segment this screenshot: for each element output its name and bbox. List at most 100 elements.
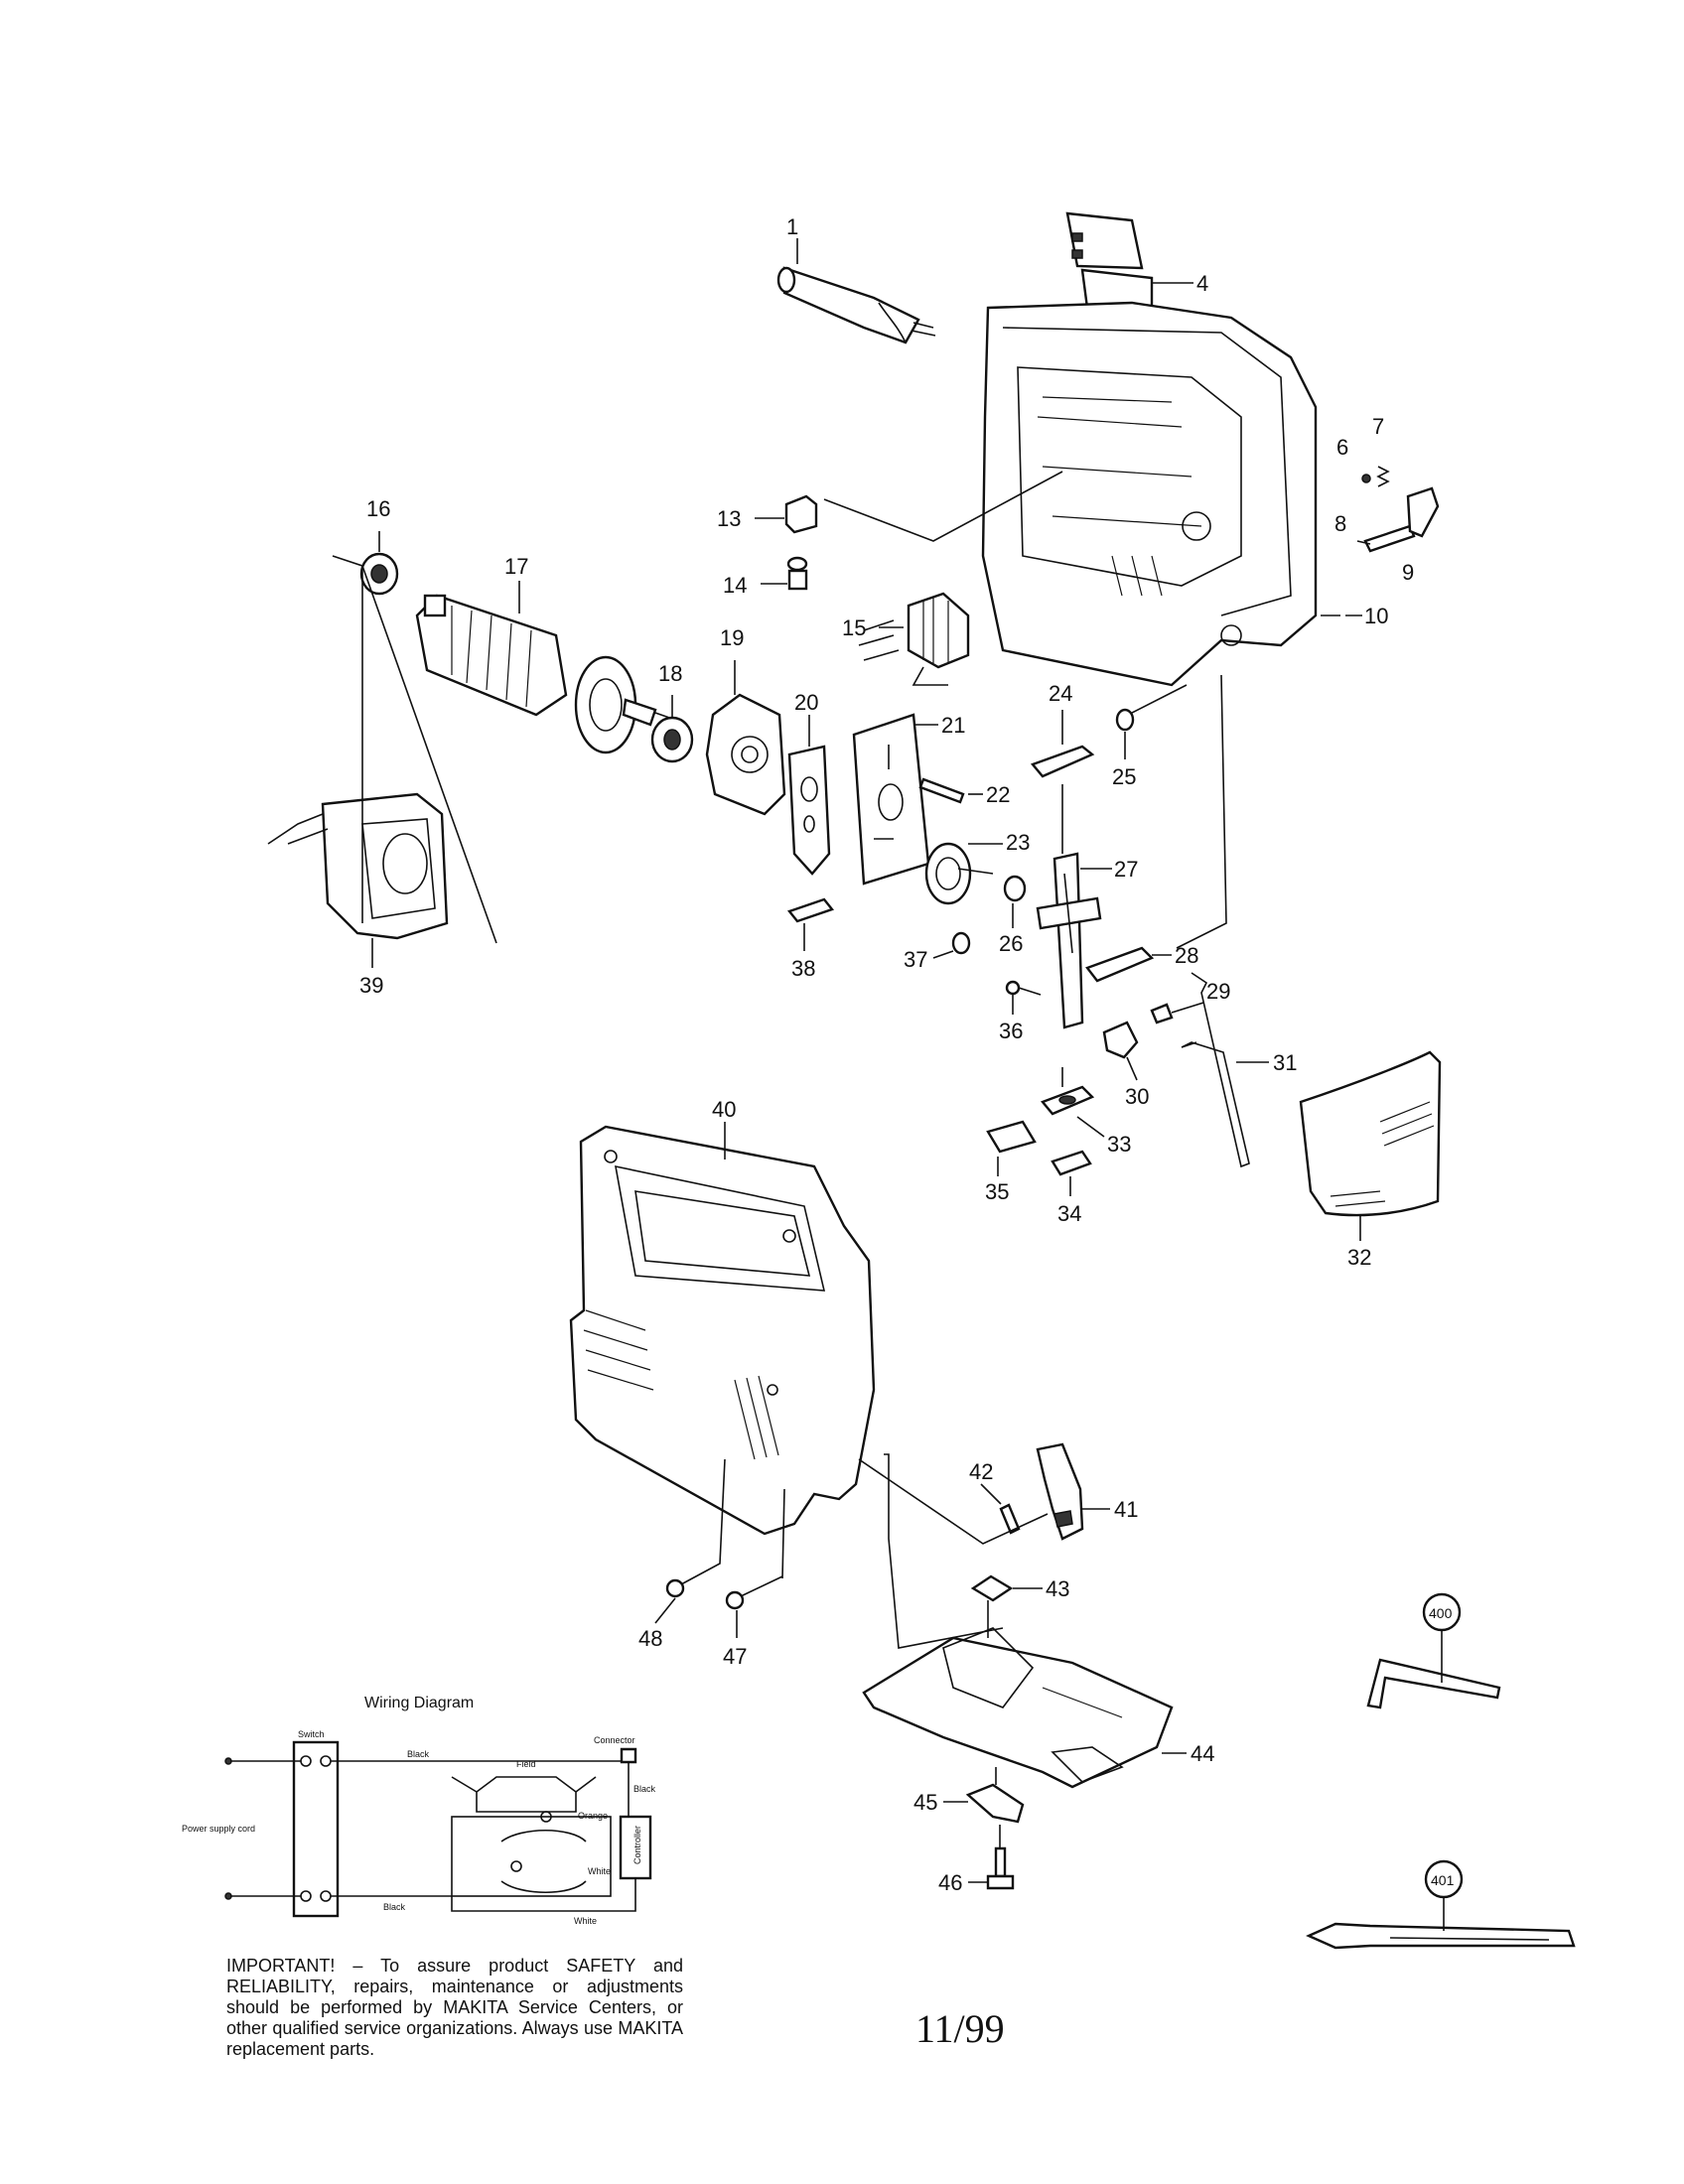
plunger-part bbox=[1036, 852, 1102, 1029]
base-part bbox=[862, 1627, 1174, 1789]
callout-36: 36 bbox=[999, 1019, 1023, 1043]
blade-clamp-part bbox=[965, 1783, 1025, 1824]
callout-25: 25 bbox=[1112, 764, 1136, 789]
controller-part bbox=[858, 592, 970, 686]
screw-29-part bbox=[1150, 1003, 1174, 1024]
square-nut-part bbox=[970, 1574, 1014, 1602]
controller-label: Controller bbox=[632, 1826, 642, 1864]
callout-16: 16 bbox=[366, 496, 390, 521]
guide-plate-part bbox=[787, 745, 831, 876]
connector-label: Connector bbox=[594, 1735, 635, 1745]
gear-housing-plate-part bbox=[852, 713, 930, 886]
callout-46: 46 bbox=[938, 1870, 962, 1895]
callout-40: 40 bbox=[712, 1097, 736, 1122]
callout-17: 17 bbox=[504, 554, 528, 579]
callout-401: 401 bbox=[1431, 1872, 1455, 1888]
pin-22-part bbox=[918, 777, 965, 804]
callout-9: 9 bbox=[1402, 560, 1414, 585]
lever-part bbox=[1181, 972, 1250, 1168]
black-wire-label-2: Black bbox=[383, 1902, 406, 1912]
callout-33: 33 bbox=[1107, 1132, 1131, 1157]
switch-part bbox=[1065, 211, 1154, 318]
callout-4: 4 bbox=[1196, 271, 1208, 296]
black-wire-label-1: Black bbox=[407, 1749, 430, 1759]
dust-cover-part bbox=[1299, 1050, 1442, 1217]
roller-holder-part bbox=[1102, 1021, 1139, 1059]
callout-30: 30 bbox=[1125, 1084, 1149, 1109]
brush-holder-part bbox=[784, 494, 818, 534]
callout-26: 26 bbox=[999, 931, 1023, 956]
bushing-part bbox=[1003, 875, 1027, 902]
callout-14: 14 bbox=[723, 573, 747, 598]
white-wire-label-2: White bbox=[574, 1916, 597, 1926]
power-supply-cord-label: Power supply cord bbox=[182, 1824, 255, 1834]
callout-27: 27 bbox=[1114, 857, 1138, 882]
pin-42-part bbox=[999, 1503, 1021, 1535]
saw-blade-part bbox=[1306, 1922, 1576, 1950]
white-wire-label-1: White bbox=[588, 1866, 611, 1876]
callout-38: 38 bbox=[791, 956, 815, 981]
callout-31: 31 bbox=[1273, 1050, 1297, 1075]
callout-13: 13 bbox=[717, 506, 741, 531]
lever-holder-part bbox=[1036, 1442, 1084, 1541]
brush-cap-part bbox=[786, 556, 808, 591]
slider-28-part bbox=[1085, 946, 1155, 983]
callout-45: 45 bbox=[913, 1790, 937, 1815]
callout-37: 37 bbox=[904, 947, 927, 972]
callout-7: 7 bbox=[1372, 414, 1384, 439]
callout-8: 8 bbox=[1334, 511, 1346, 536]
callout-39: 39 bbox=[359, 973, 383, 998]
callout-43: 43 bbox=[1046, 1576, 1069, 1601]
hex-wrench-part bbox=[1366, 1658, 1501, 1709]
page-number: 11/99 bbox=[915, 2006, 1005, 2051]
housing-cover-part bbox=[569, 1125, 876, 1536]
black-wire-label-3: Black bbox=[633, 1784, 656, 1794]
callout-41: 41 bbox=[1114, 1497, 1138, 1522]
callout-10: 10 bbox=[1364, 604, 1388, 628]
callout-44: 44 bbox=[1191, 1741, 1214, 1766]
callout-21: 21 bbox=[941, 713, 965, 738]
cord-guard-part bbox=[776, 266, 936, 344]
screw-46-part bbox=[986, 1846, 1015, 1890]
ring-25-part bbox=[1115, 708, 1135, 732]
bearing-18-part bbox=[650, 716, 694, 763]
callout-48: 48 bbox=[638, 1626, 662, 1651]
screw-36-part bbox=[1005, 980, 1042, 996]
callout-19: 19 bbox=[720, 625, 744, 650]
roller-35-part bbox=[986, 1120, 1037, 1154]
callout-42: 42 bbox=[969, 1459, 993, 1484]
callout-400: 400 bbox=[1429, 1605, 1453, 1621]
connector-symbol bbox=[620, 1747, 637, 1764]
callout-32: 32 bbox=[1347, 1245, 1371, 1270]
bearing-box-part bbox=[705, 693, 786, 816]
callout-34: 34 bbox=[1057, 1201, 1081, 1226]
callout-15: 15 bbox=[842, 615, 866, 640]
callout-35: 35 bbox=[985, 1179, 1009, 1204]
callout-47: 47 bbox=[723, 1644, 747, 1669]
roller-33-part bbox=[1040, 1085, 1095, 1116]
controller-symbol bbox=[619, 1815, 652, 1880]
bearing-16-part bbox=[359, 552, 399, 596]
orange-wire-label: Orange bbox=[578, 1811, 608, 1821]
wiring-diagram-title: Wiring Diagram bbox=[364, 1695, 474, 1711]
armature-part bbox=[415, 594, 676, 754]
slider-38-part bbox=[786, 897, 835, 923]
callout-1: 1 bbox=[786, 214, 798, 239]
callout-18: 18 bbox=[658, 661, 682, 686]
callout-20: 20 bbox=[794, 690, 818, 715]
screw-47-part bbox=[725, 1575, 783, 1610]
slider-24-part bbox=[1030, 745, 1095, 778]
housing-half-part bbox=[981, 301, 1318, 687]
callout-24: 24 bbox=[1049, 681, 1072, 706]
field-label: Field bbox=[516, 1759, 536, 1769]
callout-23: 23 bbox=[1006, 830, 1030, 855]
roller-34-part bbox=[1051, 1150, 1092, 1176]
switch-label: Switch bbox=[298, 1729, 325, 1739]
callout-6: 6 bbox=[1336, 435, 1348, 460]
lock-button-parts bbox=[1361, 466, 1440, 553]
callout-29: 29 bbox=[1206, 979, 1230, 1004]
field-part bbox=[267, 792, 449, 940]
screw-48-part bbox=[665, 1458, 726, 1598]
